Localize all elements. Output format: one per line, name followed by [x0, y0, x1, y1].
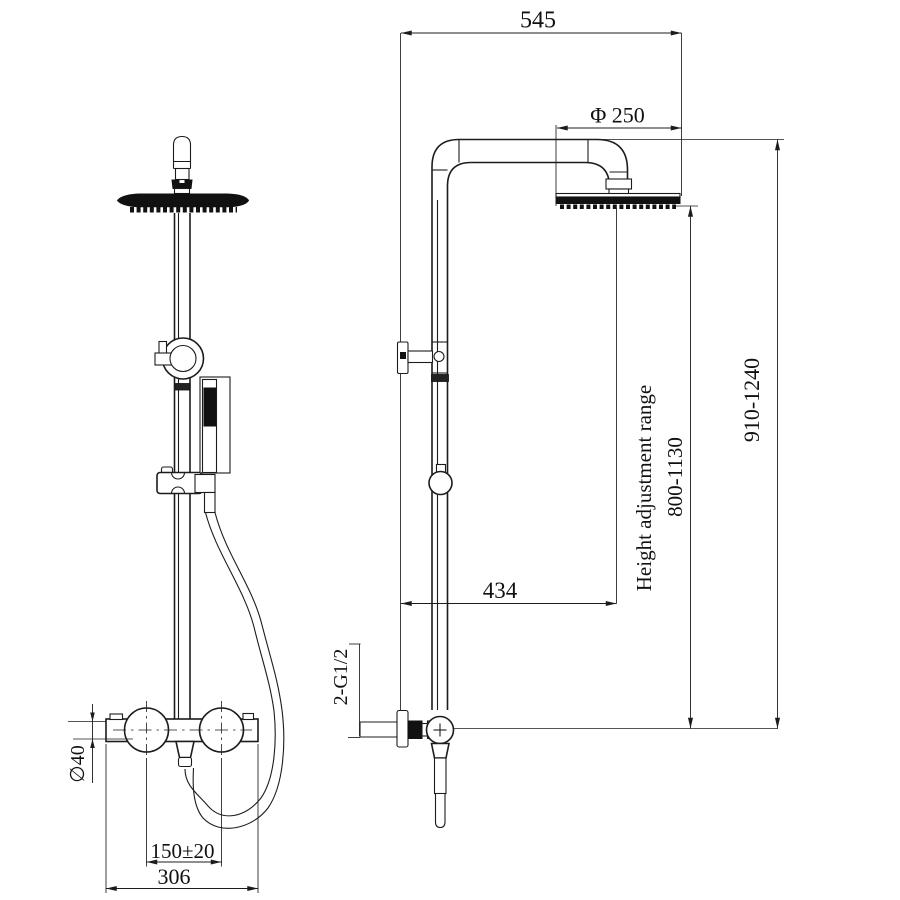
dim-inlet-spacing: 150±20 — [146, 758, 222, 867]
front-shower-head — [116, 193, 250, 213]
dim-overall-height-range: 910-1240 — [739, 139, 781, 729]
front-wall-bracket — [154, 337, 205, 391]
dim-inlet-thread-label: 2-G1/2 — [330, 649, 352, 706]
side-valve-inlet — [359, 709, 455, 829]
front-view: ∅40 150±20 306 — [67, 135, 285, 893]
side-view: 545 Φ 250 434 2-G1/2 Heig — [330, 8, 784, 829]
side-wall-bracket — [396, 341, 449, 382]
front-hand-shower — [199, 376, 231, 474]
dim-top-width-label: 545 — [520, 8, 556, 34]
front-riser-pipe — [173, 213, 191, 719]
dim-arm-reach: 434 — [401, 208, 617, 607]
dim-head-diameter-label: Φ 250 — [590, 103, 645, 128]
dim-head-height-range: Height adjustment range 800-1130 — [632, 206, 694, 729]
dim-valve-diameter-label: ∅40 — [67, 745, 89, 782]
side-shower-head — [555, 192, 681, 210]
dim-inlet-spacing-label: 150±20 — [150, 839, 214, 863]
dim-inlet-thread: 2-G1/2 — [330, 643, 361, 738]
dim-arm-reach-label: 434 — [483, 578, 518, 603]
dim-overall-height-range-label: 910-1240 — [739, 358, 764, 442]
dim-valve-width: 306 — [105, 744, 259, 893]
dim-valve-diameter: ∅40 — [67, 704, 133, 783]
front-thermostatic-valve — [105, 701, 259, 768]
dim-head-diameter: Φ 250 — [555, 103, 682, 206]
side-riser-and-arm — [431, 138, 633, 710]
front-shower-hose — [184, 512, 285, 829]
dim-top-width: 545 — [401, 8, 682, 196]
side-slider-knob — [428, 463, 453, 496]
front-slider-bracket — [156, 466, 216, 514]
front-top-connector — [171, 135, 193, 195]
height-adjustment-range-label: Height adjustment range — [632, 385, 656, 591]
dim-head-height-range-label: 800-1130 — [663, 437, 687, 517]
dim-valve-width-label: 306 — [158, 864, 191, 889]
